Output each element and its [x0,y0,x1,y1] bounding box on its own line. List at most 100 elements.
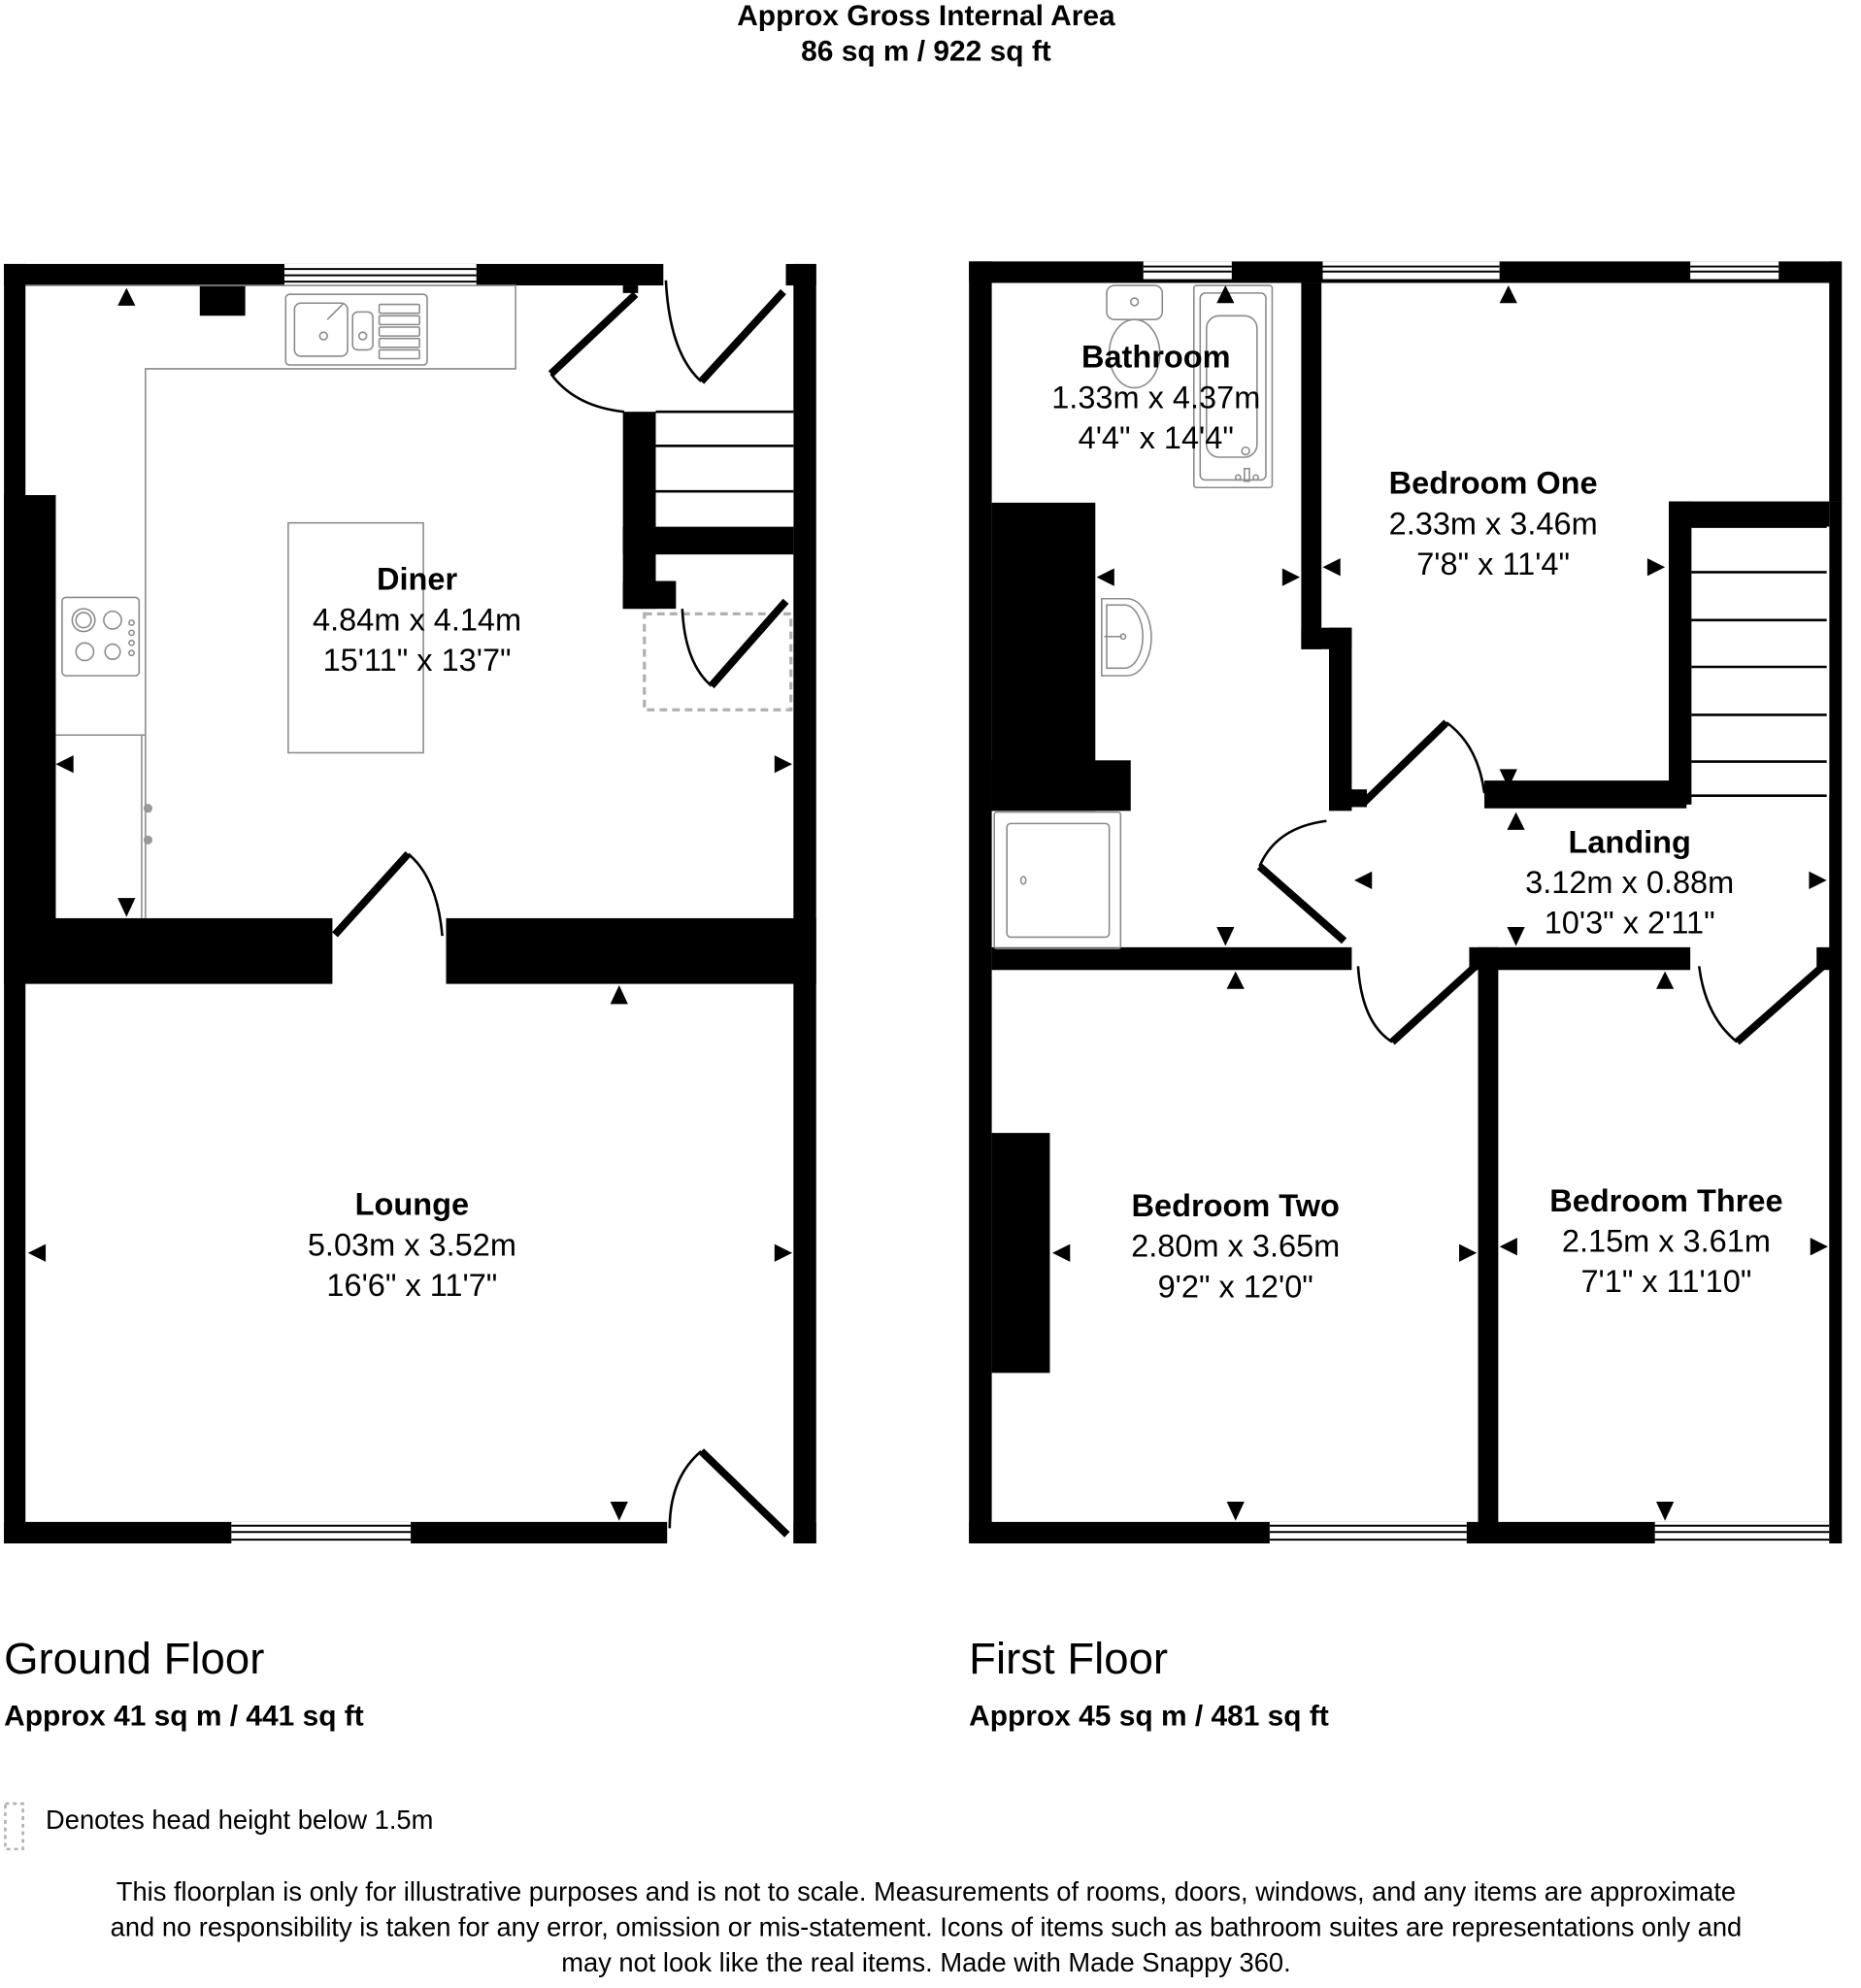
appliance-knob [143,804,152,813]
chimney-breast [991,1133,1050,1374]
dimension-arrow-icon [1810,1238,1828,1256]
svg-text:and no responsibility is taken: and no responsibility is taken for any e… [111,1912,1743,1942]
first-floor-caption: First Floor Approx 45 sq m / 481 sq ft [969,1634,1329,1732]
dimension-arrow-icon [1499,285,1517,304]
kitchen-worktop [25,284,516,918]
svg-text:10'3" x 2'11": 10'3" x 2'11" [1545,906,1715,941]
wall [793,263,816,1543]
svg-text:Landing: Landing [1568,824,1690,859]
wall [1816,946,1840,971]
dimension-arrow-icon [27,1243,47,1262]
room-label-bedroom-one: Bedroom One 2.33m x 3.46m 7'8" x 11'4" [1389,466,1598,581]
dimension-arrow-icon [1499,769,1517,788]
svg-text:5.03m x 3.52m: 5.03m x 3.52m [308,1227,516,1262]
header: Approx Gross Internal Area 86 sq m / 922… [737,0,1115,67]
ground-floor-plan: Diner 4.84m x 4.14m 15'11" x 13'7" Loung… [4,263,816,1543]
svg-text:3.12m x 0.88m: 3.12m x 0.88m [1525,865,1734,900]
floor-name: First Floor [969,1634,1168,1683]
wall [1329,627,1352,812]
door [1361,719,1486,806]
wall [1329,789,1368,808]
dimension-arrow-icon [1809,871,1827,890]
wall [1829,501,1843,1543]
door [332,850,444,938]
svg-text:7'1" x 11'10": 7'1" x 11'10" [1580,1264,1751,1299]
dimension-arrow-icon [1656,1502,1675,1521]
wall [622,285,639,293]
door [668,1448,790,1538]
basin-icon [1101,597,1152,677]
svg-text:may not look like the real ite: may not look like the real items. Made w… [561,1947,1290,1977]
wall [991,946,1352,971]
room-label-bedroom-three: Bedroom Three 2.15m x 3.61m 7'1" x 11'10… [1549,1183,1782,1299]
svg-text:Lounge: Lounge [355,1187,469,1222]
wall [622,580,677,610]
wall [793,1521,816,1543]
door [664,280,786,384]
gross-area-title: Approx Gross Internal Area [737,0,1115,32]
svg-text:This floorplan is only for ill: This floorplan is only for illustrative … [116,1876,1736,1906]
chimney-breast [991,760,1131,812]
dimension-arrow-icon [1281,568,1301,586]
wall [446,917,816,984]
dimension-arrow-icon [1216,927,1235,946]
dimension-arrow-icon [1499,1238,1517,1256]
door [1256,819,1347,944]
dimension-arrow-icon [1656,971,1675,989]
svg-text:15'11" x 13'7": 15'11" x 13'7" [323,643,512,678]
dimension-arrow-icon [1226,1502,1245,1521]
dimension-arrow-icon [117,898,136,917]
svg-text:Bathroom: Bathroom [1081,340,1231,375]
wall [622,526,794,555]
room-label-bathroom: Bathroom 1.33m x 4.37m 4'4" x 14'4" [1051,340,1260,455]
dimension-arrow-icon [774,1243,793,1262]
svg-text:2.15m x 3.61m: 2.15m x 3.61m [1562,1223,1771,1258]
dimension-arrow-icon [1507,812,1525,830]
shower-tray-icon [993,811,1122,949]
wall [1484,780,1687,809]
svg-text:2.80m x 3.65m: 2.80m x 3.65m [1131,1229,1340,1264]
svg-text:9'2" x 12'0": 9'2" x 12'0" [1158,1269,1313,1304]
wall [1829,261,1843,502]
window [1322,261,1500,280]
room-label-lounge: Lounge 5.03m x 3.52m 16'6" x 11'7" [308,1187,516,1303]
toilet-icon [1106,284,1164,389]
dimension-arrow-icon [774,755,793,774]
svg-text:4.84m x 4.14m: 4.84m x 4.14m [313,602,521,637]
dimension-arrow-icon [1052,1243,1071,1262]
wall [1478,946,1499,1543]
window [1690,261,1779,280]
legend: Denotes head height below 1.5m [4,1802,433,1851]
svg-text:1.33m x 4.37m: 1.33m x 4.37m [1051,380,1260,414]
disclaimer: This floorplan is only for illustrative … [111,1876,1743,1977]
svg-text:Bedroom Two: Bedroom Two [1132,1188,1340,1223]
wall [4,917,333,984]
appliance-knob [143,835,152,845]
window [231,1521,412,1543]
staircase [655,410,794,527]
room-label-diner: Diner 4.84m x 4.14m 15'11" x 13'7" [313,562,521,678]
window [283,263,477,286]
room-label-landing: Landing 3.12m x 0.88m 10'3" x 2'11" [1525,824,1734,940]
window [1143,261,1232,280]
floor-name: Ground Floor [4,1634,264,1683]
low-head-height-area [643,612,793,712]
wall [4,495,56,925]
window [1654,1521,1830,1543]
svg-text:2.33m x 3.46m: 2.33m x 3.46m [1389,506,1598,541]
dimension-arrow-icon [1096,568,1114,586]
wall [622,412,656,610]
wall [969,261,992,1543]
first-floor-plan: Bathroom 1.33m x 4.37m 4'4" x 14'4" Bedr… [969,261,1843,1543]
dimension-arrow-icon [55,755,74,774]
dimension-arrow-icon [1322,558,1341,577]
ground-floor-caption: Ground Floor Approx 41 sq m / 441 sq ft [4,1634,364,1732]
window [1269,1521,1467,1543]
dimension-arrow-icon [1507,927,1525,946]
chimney-breast [991,502,1096,812]
dimension-arrow-icon [1354,871,1373,890]
svg-text:Bedroom Three: Bedroom Three [1549,1183,1782,1218]
legend-text: Denotes head height below 1.5m [46,1805,433,1835]
